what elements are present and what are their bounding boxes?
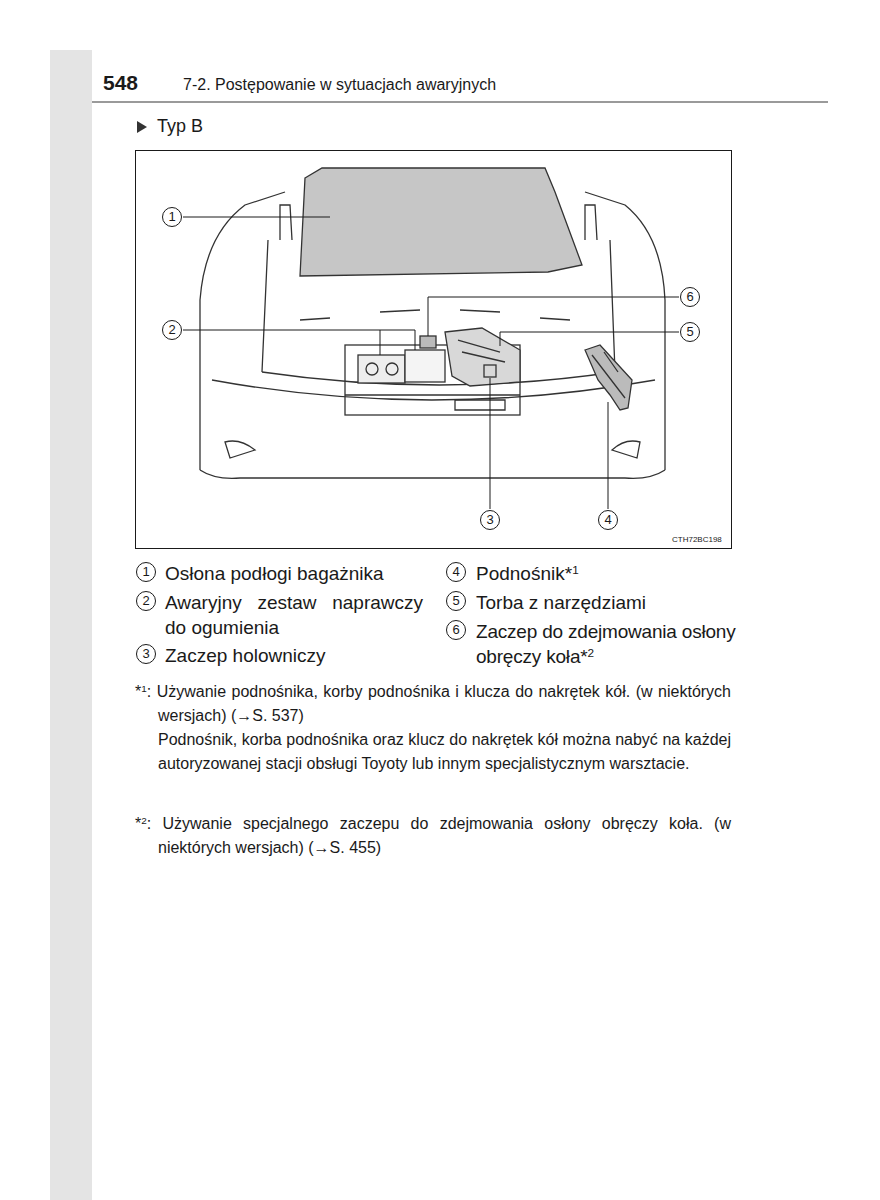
text-group: Podnośnik*1 — [476, 561, 738, 586]
footnote-mark: 1 — [141, 683, 147, 694]
callout-number: 3 — [480, 510, 500, 530]
footnote-text: : Używanie specjalnego zaczepu do zdejmo… — [147, 815, 731, 856]
legend-number: 1 — [136, 562, 156, 582]
legend-number: 3 — [136, 644, 156, 664]
footnote-mark: 2 — [141, 815, 147, 826]
legend-number: 5 — [446, 591, 466, 611]
text-group: *1: Używanie podnośnika, korby podnośnik… — [135, 680, 731, 728]
footnote-star: * — [135, 815, 141, 832]
footnote-text: : Używanie podnośnika, korby podnośnika … — [147, 683, 731, 724]
footnote-star: * — [135, 683, 141, 700]
legend-text: Zaczep do zdejmowania osłony obręczy koł… — [476, 621, 736, 667]
legend-text: Zaczep holowniczy — [165, 645, 326, 666]
text-group: Awaryjny zestaw naprawczy do ogumienia — [165, 590, 423, 640]
legend-text: Awaryjny zestaw naprawczy do ogumienia — [165, 592, 423, 638]
legend-text: Osłona podłogi bagażnika — [165, 563, 384, 584]
text-group: Torba z narzędziami — [476, 590, 738, 615]
text-group: 7-2. Postępowanie w sytuacjach awaryjnyc… — [183, 76, 496, 94]
text-group: *1: Używanie podnośnika, korby podnośnik… — [135, 680, 731, 776]
text-group: *2: Używanie specjalnego zaczepu do zdej… — [135, 812, 731, 860]
section-header: 7-2. Postępowanie w sytuacjach awaryjnyc… — [183, 76, 496, 93]
legend-text: Podnośnik* — [476, 563, 572, 584]
text-group: Typ B — [157, 116, 203, 137]
callout-number: 4 — [598, 510, 618, 530]
legend-number: 6 — [446, 620, 466, 640]
figure-code: CTH72BC198 — [672, 535, 722, 544]
callout-number: 5 — [680, 322, 700, 342]
text-group: Osłona podłogi bagażnika — [165, 561, 427, 586]
text-group: Zaczep do zdejmowania osłony obręczy koł… — [476, 619, 738, 669]
text-group: CTH72BC198 — [672, 535, 722, 544]
text-group: Zaczep holowniczy — [165, 643, 427, 668]
legend-number: 2 — [136, 591, 156, 611]
footnote-mark: 1 — [572, 563, 579, 576]
footnote-mark: 2 — [587, 646, 593, 659]
legend-number: 4 — [446, 562, 466, 582]
text-group: 548 — [103, 71, 138, 95]
text-group: *2: Używanie specjalnego zaczepu do zdej… — [135, 812, 731, 860]
page-number: 548 — [103, 71, 138, 94]
footnote-text: Podnośnik, korba podnośnika oraz klucz d… — [158, 731, 731, 772]
text-group: Podnośnik, korba podnośnika oraz klucz d… — [135, 728, 731, 776]
callout-number: 2 — [162, 320, 182, 340]
callout-number: 1 — [162, 207, 182, 227]
legend-text: Torba z narzędziami — [476, 592, 646, 613]
type-heading: Typ B — [157, 116, 203, 136]
callout-number: 6 — [680, 287, 700, 307]
